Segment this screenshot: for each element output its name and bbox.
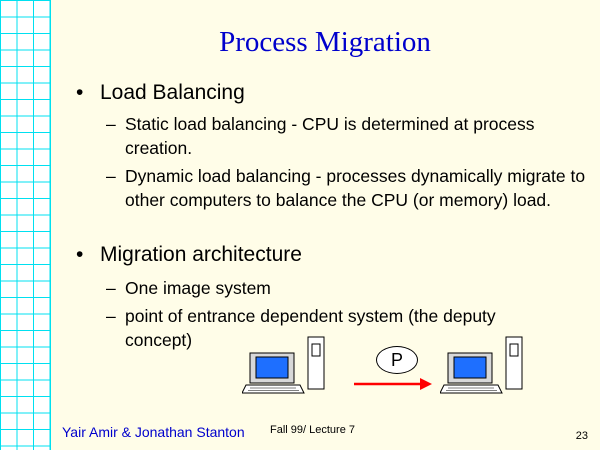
subitem-text: Dynamic load balancing - processes dynam… [125, 166, 586, 210]
bullet-load-balancing: • Load Balancing [76, 80, 245, 106]
bullet-migration-architecture: • Migration architecture [76, 242, 302, 268]
computer-icon [440, 336, 523, 394]
computer-icon [242, 336, 325, 394]
bullet-text: Migration architecture [100, 243, 302, 266]
subitem-point-of-entrance: – point of entrance dependent system (th… [106, 304, 556, 352]
dash-glyph: – [106, 278, 116, 298]
subitem-one-image-system: – One image system [106, 276, 586, 300]
arrow-right-icon [354, 378, 432, 390]
slide-title: Process Migration [219, 26, 431, 58]
subitem-text: Static load balancing - CPU is determine… [125, 114, 535, 158]
subitem-text: point of entrance dependent system (the … [125, 306, 496, 350]
footer-authors: Yair Amir & Jonathan Stanton [62, 424, 245, 440]
subitem-dynamic-load-balancing: – Dynamic load balancing - processes dyn… [106, 164, 586, 212]
bullet-glyph: • [76, 81, 84, 104]
footer-lecture: Fall 99/ Lecture 7 [270, 424, 355, 436]
bullet-glyph: • [76, 243, 84, 266]
grid-decoration [0, 0, 51, 450]
subitem-text: One image system [125, 278, 271, 298]
subitem-static-load-balancing: – Static load balancing - CPU is determi… [106, 112, 586, 160]
bullet-text: Load Balancing [100, 81, 245, 104]
page-number: 23 [575, 430, 588, 442]
dash-glyph: – [106, 166, 116, 186]
dash-glyph: – [106, 114, 116, 134]
dash-glyph: – [106, 306, 116, 326]
process-label: P [376, 346, 418, 374]
